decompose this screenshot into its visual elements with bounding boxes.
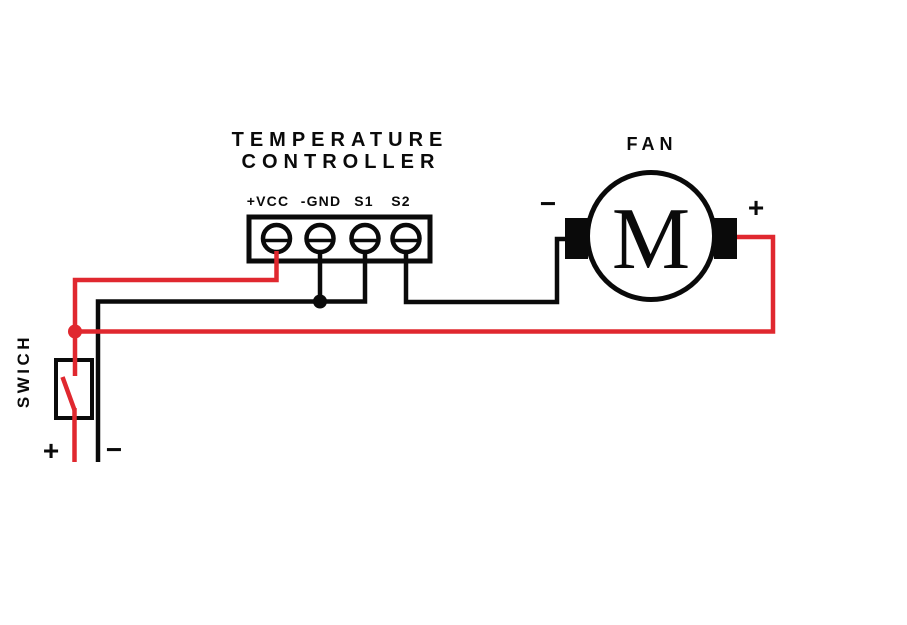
screw-terminal-vcc <box>260 222 293 255</box>
terminal-label-gnd: -GND <box>301 193 342 209</box>
wire-s2-to-fan-negative <box>403 236 569 305</box>
fan-positive-label: + <box>748 192 764 223</box>
terminal-label-vcc: +VCC <box>247 193 290 209</box>
screw-terminal-gnd <box>304 222 336 255</box>
terminal-label-s1: S1 <box>354 193 374 209</box>
terminal-label-s2: S2 <box>391 193 411 209</box>
fan-negative-label: − <box>540 188 556 219</box>
title-line2: CONTROLLER <box>242 151 441 173</box>
screw-terminal-s2 <box>390 222 422 255</box>
battery-positive-label: + <box>43 435 59 466</box>
fan-negative-terminal <box>565 218 588 259</box>
junction-dot-negative <box>313 294 327 309</box>
junction-dot-positive <box>68 324 82 339</box>
title-line1: TEMPERATURE <box>232 129 449 151</box>
fan-label: FAN <box>627 134 678 154</box>
wire-positive-to-fan <box>75 234 776 334</box>
wire-vcc-to-switch <box>72 251 279 376</box>
wire-battery-negative-to-gnd-s1 <box>95 251 368 462</box>
fan-positive-terminal <box>714 218 737 259</box>
screw-terminal-s1 <box>349 222 381 255</box>
switch-label: SWICH <box>14 334 33 408</box>
battery-negative-label: − <box>106 434 122 465</box>
motor-letter: M <box>612 191 690 288</box>
switch-lever <box>60 376 77 411</box>
